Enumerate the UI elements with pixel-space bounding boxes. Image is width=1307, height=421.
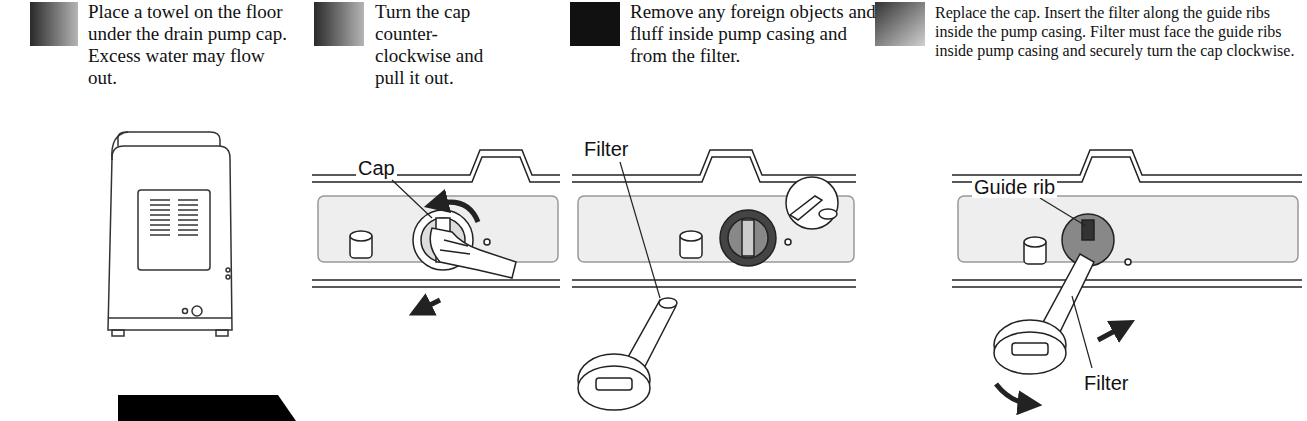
pump-panel bbox=[572, 286, 856, 288]
pump-panel bbox=[312, 279, 560, 281]
drain-hose-nozzle bbox=[680, 231, 702, 258]
part-label: Filter bbox=[582, 138, 630, 160]
pump-casing bbox=[785, 239, 791, 245]
filter bbox=[994, 254, 1094, 374]
rotate-arrow bbox=[436, 202, 478, 222]
rotate-arrow bbox=[420, 202, 478, 310]
vent-slot bbox=[150, 204, 170, 206]
pump-panel bbox=[952, 279, 1302, 281]
filter bbox=[596, 378, 632, 390]
pump-casing bbox=[1062, 214, 1131, 266]
step-marker bbox=[314, 2, 364, 46]
foreign-object-inset bbox=[786, 177, 838, 229]
filter bbox=[659, 298, 677, 308]
hand bbox=[430, 228, 516, 278]
pump-casing bbox=[742, 220, 754, 256]
vent-slot bbox=[178, 219, 198, 221]
step-instruction: Replace the cap. Insert the filter along… bbox=[935, 3, 1303, 60]
step-instruction: Turn the cap counter- clockwise and pull… bbox=[375, 1, 495, 89]
drain-hose-nozzle bbox=[350, 231, 372, 258]
washer-rear-view bbox=[108, 317, 232, 319]
washer-rear-view bbox=[183, 309, 188, 314]
part-label: Guide rib bbox=[972, 176, 1057, 198]
washer-rear-view bbox=[118, 132, 220, 146]
pump-panel bbox=[572, 150, 856, 287]
filter bbox=[578, 366, 650, 410]
filter bbox=[578, 298, 677, 410]
drain-hose-nozzle bbox=[1024, 237, 1046, 264]
washer-rear-view bbox=[138, 190, 210, 270]
pump-panel bbox=[952, 150, 1302, 287]
vent-slot bbox=[150, 224, 170, 226]
leader-line bbox=[392, 162, 1092, 368]
washer-rear-view bbox=[216, 330, 228, 336]
pump-casing bbox=[720, 210, 791, 266]
vent-slot bbox=[178, 209, 198, 211]
step-instruction: Place a towel on the floor under the dra… bbox=[88, 1, 293, 89]
pump-casing bbox=[1082, 220, 1094, 240]
vent-slot bbox=[178, 224, 198, 226]
foreign-object-inset bbox=[786, 177, 838, 229]
washer-rear-view bbox=[108, 132, 232, 336]
leader-line bbox=[392, 180, 432, 218]
pump-panel bbox=[312, 150, 560, 287]
washer-rear-view bbox=[112, 132, 128, 160]
part-label: Cap bbox=[356, 157, 397, 179]
pump-panel bbox=[572, 279, 856, 281]
washer-rear-view bbox=[108, 146, 232, 330]
washer-rear-view bbox=[192, 306, 202, 316]
pump-panel bbox=[958, 196, 1298, 262]
drain-hose-nozzle bbox=[680, 231, 702, 241]
washer-rear-view bbox=[112, 330, 124, 336]
vent-slot bbox=[178, 234, 198, 236]
vent-slot bbox=[150, 219, 170, 221]
leader-line bbox=[620, 162, 660, 298]
insert-arrow bbox=[996, 384, 1030, 404]
hand bbox=[440, 240, 470, 254]
pump-panel bbox=[952, 150, 1302, 175]
pump-cap bbox=[484, 239, 490, 245]
vent-slot bbox=[150, 229, 170, 231]
vent-slot bbox=[178, 204, 198, 206]
section-tab bbox=[118, 395, 296, 421]
vent-slot bbox=[150, 214, 170, 216]
washer-rear-view bbox=[226, 268, 230, 272]
vent-slot bbox=[178, 229, 198, 231]
vent-slot bbox=[150, 209, 170, 211]
pump-casing bbox=[1125, 259, 1131, 265]
step-marker bbox=[570, 2, 620, 46]
rotate-arrow bbox=[420, 300, 440, 310]
filter bbox=[1012, 343, 1048, 355]
part-label: Filter bbox=[1082, 372, 1130, 394]
insert-arrow bbox=[1098, 326, 1124, 340]
vent-slot bbox=[178, 199, 198, 201]
pump-panel bbox=[312, 286, 560, 288]
vent-slot bbox=[150, 199, 170, 201]
drain-hose-nozzle bbox=[350, 231, 372, 241]
vent-slot bbox=[150, 234, 170, 236]
step-marker bbox=[30, 2, 78, 46]
leader-line bbox=[1072, 296, 1092, 368]
step-marker bbox=[875, 2, 925, 46]
foreign-object-inset bbox=[819, 209, 837, 219]
pump-casing bbox=[720, 210, 776, 266]
leader-line bbox=[1040, 198, 1086, 226]
hand bbox=[430, 228, 516, 278]
pump-panel bbox=[312, 157, 560, 182]
pump-panel bbox=[952, 286, 1302, 288]
step-instruction: Remove any foreign objects and fluff ins… bbox=[630, 1, 885, 67]
washer-rear-view bbox=[226, 275, 230, 279]
washer-rear-view bbox=[150, 200, 198, 235]
vent-slot bbox=[178, 214, 198, 216]
foreign-object-inset bbox=[790, 196, 822, 220]
filter bbox=[994, 332, 1066, 374]
pump-casing bbox=[728, 218, 768, 258]
drain-hose-nozzle bbox=[1024, 237, 1046, 247]
